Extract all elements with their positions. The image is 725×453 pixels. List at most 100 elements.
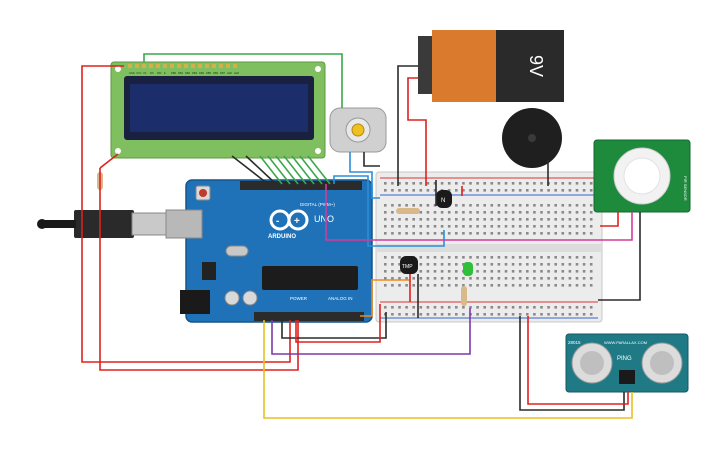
- breadboard-hole[interactable]: [540, 277, 543, 280]
- breadboard-hole[interactable]: [561, 306, 565, 309]
- breadboard-hole[interactable]: [490, 313, 494, 316]
- breadboard-hole[interactable]: [582, 313, 586, 316]
- breadboard-hole[interactable]: [497, 313, 501, 316]
- lcd-pin[interactable]: [177, 64, 181, 68]
- wire-battery-neg[interactable]: [397, 65, 418, 186]
- breadboard-hole[interactable]: [433, 256, 437, 259]
- breadboard-hole[interactable]: [398, 232, 401, 235]
- breadboard-hole[interactable]: [554, 211, 557, 214]
- breadboard-hole[interactable]: [483, 277, 486, 280]
- breadboard-hole[interactable]: [433, 225, 437, 228]
- breadboard-hole[interactable]: [476, 204, 479, 207]
- breadboard-hole[interactable]: [518, 218, 522, 221]
- breadboard-hole[interactable]: [561, 270, 565, 273]
- breadboard-hole[interactable]: [476, 182, 479, 185]
- breadboard-hole[interactable]: [504, 225, 508, 228]
- breadboard-hole[interactable]: [511, 284, 515, 287]
- breadboard-hole[interactable]: [433, 218, 437, 221]
- breadboard-hole[interactable]: [518, 284, 522, 287]
- breadboard[interactable]: [375, 171, 603, 323]
- breadboard-hole[interactable]: [384, 182, 387, 185]
- breadboard-hole[interactable]: [561, 277, 565, 280]
- breadboard-hole[interactable]: [405, 218, 408, 221]
- breadboard-hole[interactable]: [476, 256, 479, 259]
- battery-9v[interactable]: 9V: [418, 30, 564, 102]
- breadboard-hole[interactable]: [483, 225, 486, 228]
- breadboard-hole[interactable]: [391, 218, 394, 221]
- breadboard-hole[interactable]: [419, 204, 423, 207]
- breadboard-hole[interactable]: [391, 263, 394, 266]
- lcd-pin[interactable]: [163, 64, 167, 68]
- breadboard-hole[interactable]: [455, 306, 458, 309]
- wire-lcd-d5[interactable]: [283, 155, 307, 185]
- breadboard-hole[interactable]: [440, 270, 444, 273]
- breadboard-hole[interactable]: [490, 277, 494, 280]
- breadboard-hole[interactable]: [554, 306, 557, 309]
- breadboard-hole[interactable]: [547, 270, 550, 273]
- breadboard-hole[interactable]: [533, 277, 536, 280]
- breadboard-hole[interactable]: [504, 284, 508, 287]
- breadboard-hole[interactable]: [568, 189, 572, 192]
- breadboard-hole[interactable]: [462, 211, 465, 214]
- breadboard-hole[interactable]: [426, 270, 430, 273]
- breadboard-hole[interactable]: [426, 306, 430, 309]
- breadboard-hole[interactable]: [511, 306, 515, 309]
- breadboard-hole[interactable]: [511, 182, 515, 185]
- breadboard-hole[interactable]: [526, 225, 529, 228]
- breadboard-hole[interactable]: [419, 232, 423, 235]
- breadboard-hole[interactable]: [511, 218, 515, 221]
- breadboard-hole[interactable]: [398, 306, 401, 309]
- breadboard-hole[interactable]: [426, 218, 430, 221]
- wire-motor-blue[interactable]: [349, 152, 380, 199]
- breadboard-hole[interactable]: [440, 313, 444, 316]
- breadboard-hole[interactable]: [384, 211, 387, 214]
- breadboard-hole[interactable]: [540, 232, 543, 235]
- breadboard-hole[interactable]: [490, 284, 494, 287]
- breadboard-hole[interactable]: [384, 256, 387, 259]
- breadboard-hole[interactable]: [582, 306, 586, 309]
- breadboard-hole[interactable]: [490, 306, 494, 309]
- breadboard-hole[interactable]: [547, 218, 550, 221]
- breadboard-hole[interactable]: [462, 204, 465, 207]
- breadboard-hole[interactable]: [412, 204, 415, 207]
- breadboard-hole[interactable]: [490, 182, 494, 185]
- breadboard-hole[interactable]: [568, 256, 572, 259]
- breadboard-hole[interactable]: [497, 306, 501, 309]
- breadboard-hole[interactable]: [533, 189, 536, 192]
- breadboard-hole[interactable]: [504, 204, 508, 207]
- arduino-uno-board[interactable]: - + UNO ARDUINO DIGITAL (PWM~) POWER ANA…: [165, 179, 373, 323]
- breadboard-hole[interactable]: [398, 204, 401, 207]
- breadboard-hole[interactable]: [447, 211, 451, 214]
- breadboard-hole[interactable]: [504, 270, 508, 273]
- breadboard-hole[interactable]: [433, 306, 437, 309]
- breadboard-hole[interactable]: [568, 306, 572, 309]
- breadboard-hole[interactable]: [469, 182, 472, 185]
- breadboard-hole[interactable]: [518, 211, 522, 214]
- breadboard-hole[interactable]: [575, 313, 579, 316]
- breadboard-hole[interactable]: [419, 270, 423, 273]
- breadboard-hole[interactable]: [511, 204, 515, 207]
- breadboard-hole[interactable]: [447, 218, 451, 221]
- breadboard-hole[interactable]: [419, 225, 423, 228]
- breadboard-hole[interactable]: [419, 182, 423, 185]
- breadboard-hole[interactable]: [455, 204, 458, 207]
- breadboard-hole[interactable]: [497, 270, 501, 273]
- wire-purple-led[interactable]: [271, 308, 471, 355]
- breadboard-hole[interactable]: [490, 232, 494, 235]
- breadboard-hole[interactable]: [561, 218, 565, 221]
- breadboard-hole[interactable]: [426, 256, 430, 259]
- usb-cable[interactable]: [37, 210, 167, 238]
- reset-button[interactable]: [199, 189, 207, 197]
- breadboard-hole[interactable]: [547, 232, 550, 235]
- breadboard-hole[interactable]: [490, 225, 494, 228]
- breadboard-hole[interactable]: [412, 225, 415, 228]
- breadboard-hole[interactable]: [575, 218, 579, 221]
- breadboard-hole[interactable]: [440, 225, 444, 228]
- breadboard-hole[interactable]: [518, 182, 522, 185]
- lcd-pin[interactable]: [226, 64, 230, 68]
- wire-lcd-d7[interactable]: [299, 155, 323, 185]
- breadboard-hole[interactable]: [589, 263, 593, 266]
- breadboard-hole[interactable]: [384, 189, 387, 192]
- breadboard-hole[interactable]: [440, 306, 444, 309]
